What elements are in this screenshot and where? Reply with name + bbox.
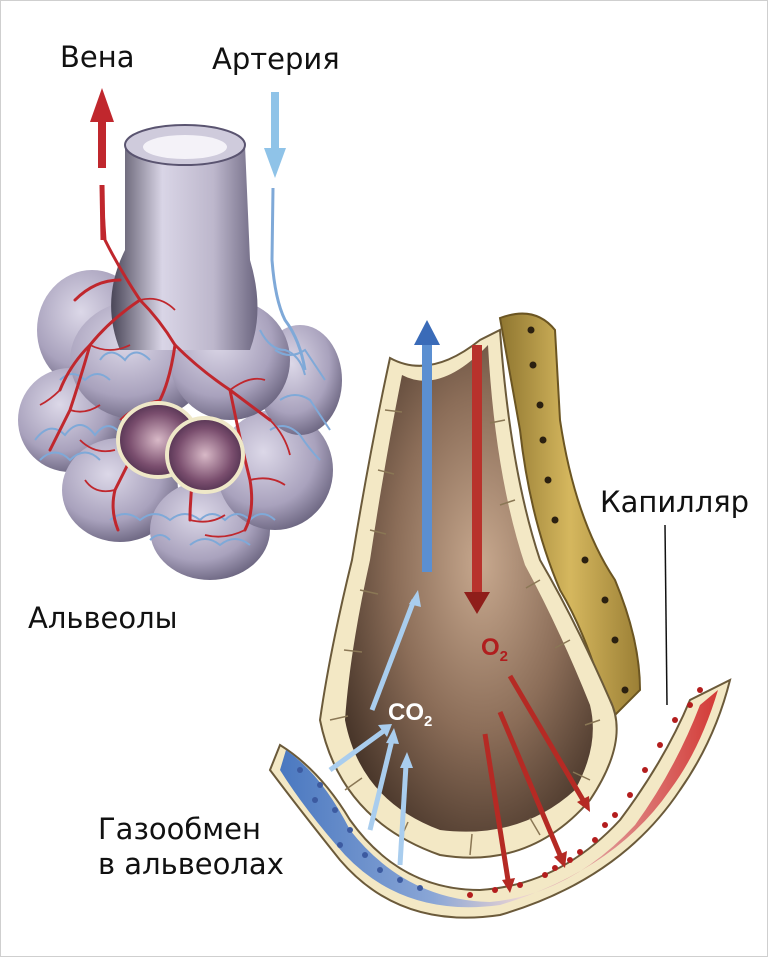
- alveoli-label: Альвеолы: [28, 601, 178, 636]
- artery-arrow-icon: [264, 148, 286, 178]
- artery-label: Артерия: [212, 42, 340, 77]
- gas-exchange-label-line2: в альвеолах: [98, 847, 284, 882]
- alveolar-sac: [18, 125, 342, 580]
- vein-label: Вена: [60, 40, 134, 75]
- capillary-leader-line: [665, 525, 667, 705]
- gas-exchange-label: Газообмен в альвеолах: [98, 812, 284, 883]
- alveolus-detail: [270, 314, 730, 918]
- oxygen-label: O2: [481, 634, 508, 662]
- carbon-dioxide-label: CO2: [388, 699, 432, 727]
- vein-arrow-icon: [90, 88, 114, 122]
- gas-exchange-label-line1: Газообмен: [98, 812, 284, 847]
- capillary-label: Капилляр: [600, 485, 749, 520]
- vein-vessel: [90, 88, 114, 240]
